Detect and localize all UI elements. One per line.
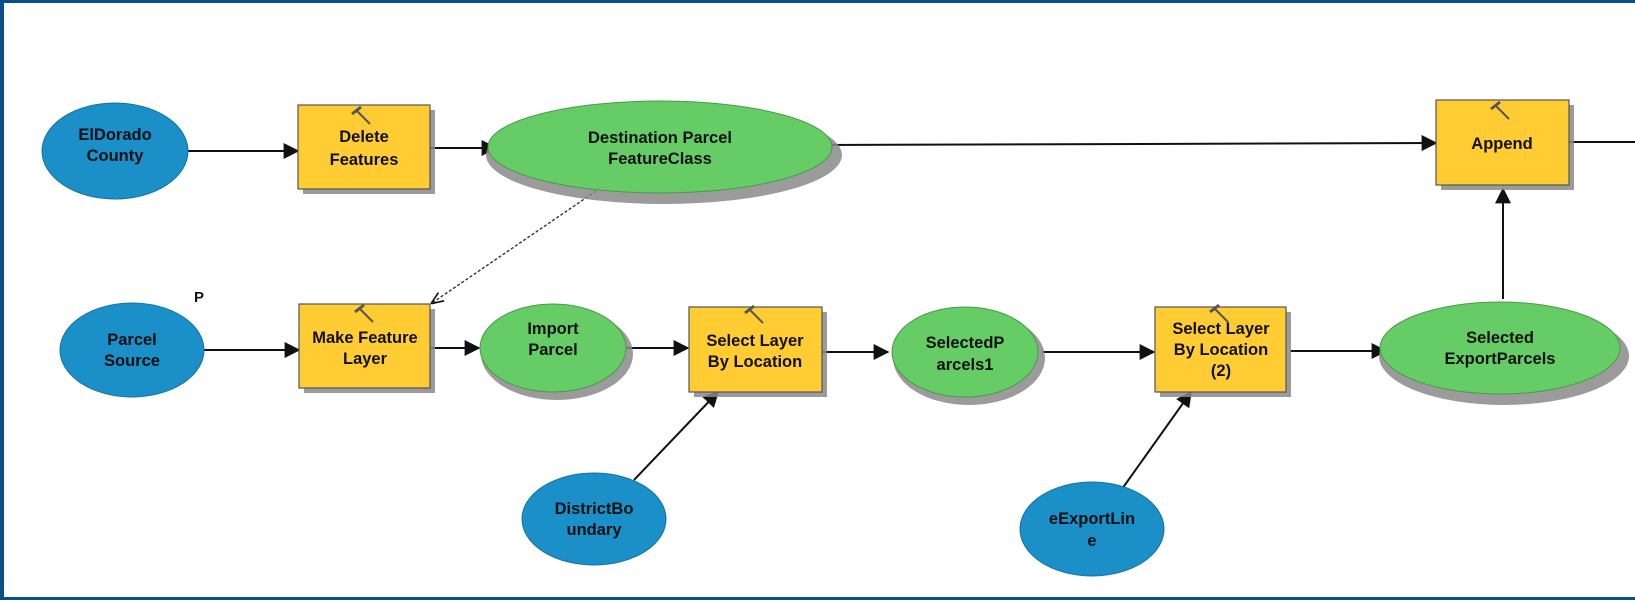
node-label: Select Layer: [1172, 320, 1270, 338]
node-district[interactable]: DistrictBo undary: [521, 472, 667, 566]
node-label: arcels1: [937, 356, 994, 374]
node-sel2[interactable]: Select Layer By Location (2): [1154, 303, 1291, 397]
node-label: (2): [1211, 362, 1231, 380]
node-label: By Location: [1174, 341, 1268, 359]
node-label: Selected: [1466, 329, 1534, 347]
node-exportline[interactable]: eExportLin e: [1019, 481, 1165, 577]
connector-dest-to-append[interactable]: [823, 135, 1438, 152]
node-label: Import: [527, 320, 579, 338]
node-label: eExportLin: [1049, 510, 1135, 528]
node-makelayer[interactable]: Make Feature Layer: [298, 303, 435, 393]
connector-district-to-sel1[interactable]: [633, 390, 720, 481]
node-append[interactable]: Append: [1435, 99, 1574, 190]
connector-dest-to-makelayer-dashed[interactable]: [432, 190, 597, 303]
node-label: SelectedP: [926, 334, 1005, 352]
node-label: ElDorado: [78, 126, 151, 144]
node-label: Make Feature: [312, 329, 417, 347]
node-parcelsrc[interactable]: Parcel Source P: [59, 289, 205, 398]
node-import[interactable]: Import Parcel: [479, 303, 633, 400]
hammer-icon: [351, 105, 371, 125]
node-dest[interactable]: Destination Parcel FeatureClass: [486, 100, 842, 204]
node-label: Parcel: [107, 331, 157, 349]
model-diagram: Destination Parcel FeatureClass Import P…: [41, 99, 1635, 577]
node-eldorado[interactable]: ElDorado County: [41, 102, 189, 200]
node-label: County: [87, 147, 145, 165]
node-selexport[interactable]: Selected ExportParcels: [1379, 301, 1629, 405]
node-label: ExportParcels: [1445, 350, 1556, 368]
hammer-icon: [1490, 100, 1510, 120]
node-label: Layer: [343, 350, 388, 368]
parameter-marker: P: [194, 289, 204, 306]
node-label: Parcel: [528, 341, 578, 359]
node-selp1[interactable]: SelectedP arcels1: [891, 306, 1045, 405]
node-label: FeatureClass: [608, 150, 712, 168]
node-label: Features: [330, 151, 399, 169]
node-label: Destination Parcel: [588, 129, 732, 147]
hammer-icon: [744, 304, 764, 324]
connector-exportline-to-sel2[interactable]: [1121, 390, 1192, 490]
node-label: e: [1087, 532, 1096, 550]
hammer-icon: [1209, 303, 1229, 323]
node-label: By Location: [708, 353, 802, 371]
connectors: [188, 135, 1635, 490]
node-sel1[interactable]: Select Layer By Location: [688, 304, 827, 397]
node-label: Source: [104, 352, 160, 370]
node-label: Append: [1471, 135, 1532, 153]
hammer-icon: [354, 303, 374, 323]
node-label: Delete: [339, 128, 389, 146]
node-delete[interactable]: Delete Features: [297, 104, 435, 194]
node-label: undary: [566, 521, 622, 539]
node-label: DistrictBo: [555, 500, 634, 518]
node-label: Select Layer: [706, 332, 804, 350]
